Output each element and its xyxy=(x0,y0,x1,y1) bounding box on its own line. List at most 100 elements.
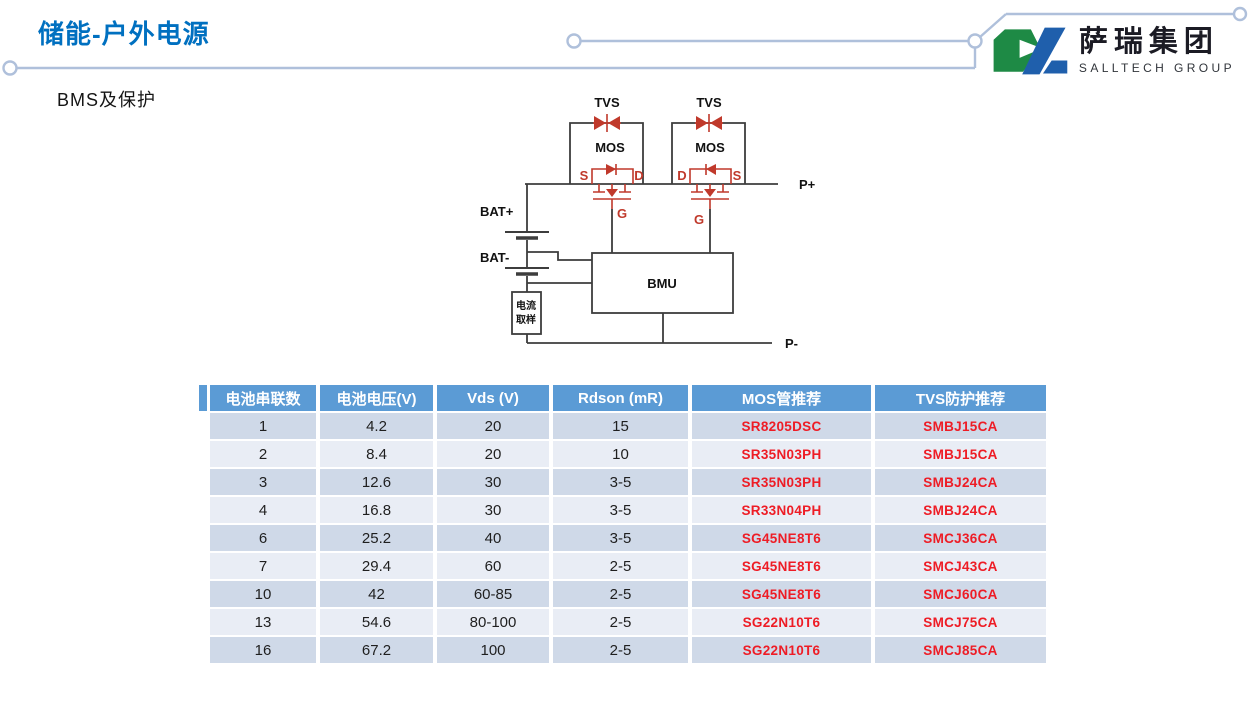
table-cell: 3-5 xyxy=(553,469,688,495)
section-subtitle: BMS及保护 xyxy=(57,90,157,110)
table-cell: 80-100 xyxy=(437,609,549,635)
table-cell-mos-part: SR35N03PH xyxy=(692,441,871,467)
bms-circuit-diagram: TVS TVS MOS MOS S D D S G G BAT+ BAT- P+… xyxy=(480,95,816,351)
table-cell: 29.4 xyxy=(320,553,433,579)
table-cell: 30 xyxy=(437,469,549,495)
table-cell: 16.8 xyxy=(320,497,433,523)
p-minus-label: P- xyxy=(785,336,798,351)
drain-label: D xyxy=(677,168,686,183)
table-cell: 3-5 xyxy=(553,497,688,523)
table-cell-mos-part: SR35N03PH xyxy=(692,469,871,495)
table-cell-mos-part: SR33N04PH xyxy=(692,497,871,523)
table-cell-tvs-part: SMBJ24CA xyxy=(875,497,1046,523)
header-cell-tvs-recommendation: TVS防护推荐 xyxy=(875,385,1046,411)
bmu-label: BMU xyxy=(647,276,677,291)
table-row: 2 8.4 20 10 SR35N03PH SMBJ15CA xyxy=(210,441,1046,467)
table-cell: 6 xyxy=(210,525,316,551)
table-cell: 2-5 xyxy=(553,609,688,635)
table-cell: 1 xyxy=(210,413,316,439)
table-cell-tvs-part: SMCJ60CA xyxy=(875,581,1046,607)
logo-name-en: SALLTECH GROUP xyxy=(1078,60,1235,75)
header-cell-mos-recommendation: MOS管推荐 xyxy=(692,385,871,411)
table-cell-mos-part: SG22N10T6 xyxy=(692,637,871,663)
p-plus-label: P+ xyxy=(799,177,816,192)
table-cell: 42 xyxy=(320,581,433,607)
table-cell: 54.6 xyxy=(320,609,433,635)
current-sense-label-1: 电流 xyxy=(516,299,536,312)
table-row: 6 25.2 40 3-5 SG45NE8T6 SMCJ36CA xyxy=(210,525,1046,551)
table-cell: 3 xyxy=(210,469,316,495)
table-cell: 25.2 xyxy=(320,525,433,551)
mosfet-icon xyxy=(591,164,634,209)
table-cell-mos-part: SG45NE8T6 xyxy=(692,581,871,607)
table-cell: 3-5 xyxy=(553,525,688,551)
table-cell: 2-5 xyxy=(553,637,688,663)
table-header-row: 电池串联数 电池电压(V) Vds (V) Rdson (mR) MOS管推荐 … xyxy=(210,385,1046,411)
mos-label: MOS xyxy=(695,140,725,155)
source-label: S xyxy=(580,168,589,183)
table-cell: 20 xyxy=(437,413,549,439)
tvs-diode-icon xyxy=(593,114,621,132)
mos-label: MOS xyxy=(595,140,625,155)
recommendation-table: 电池串联数 电池电压(V) Vds (V) Rdson (mR) MOS管推荐 … xyxy=(210,385,1046,665)
table-cell-tvs-part: SMBJ15CA xyxy=(875,413,1046,439)
table-cell: 15 xyxy=(553,413,688,439)
table-cell-tvs-part: SMBJ15CA xyxy=(875,441,1046,467)
header-cell-battery-voltage: 电池电压(V) xyxy=(320,385,433,411)
mosfet-icon xyxy=(689,164,732,209)
salltech-logo-icon xyxy=(993,27,1068,75)
table-cell-tvs-part: SMCJ43CA xyxy=(875,553,1046,579)
table-cell: 30 xyxy=(437,497,549,523)
tvs-diode-icon xyxy=(695,114,723,132)
table-cell: 40 xyxy=(437,525,549,551)
table-cell: 12.6 xyxy=(320,469,433,495)
table-row: 10 42 60-85 2-5 SG45NE8T6 SMCJ60CA xyxy=(210,581,1046,607)
table-cell-mos-part: SR8205DSC xyxy=(692,413,871,439)
table-cell: 7 xyxy=(210,553,316,579)
table-cell-tvs-part: SMCJ85CA xyxy=(875,637,1046,663)
table-cell-tvs-part: SMBJ24CA xyxy=(875,469,1046,495)
decor-connector-lines xyxy=(2,6,1248,76)
current-sense-label-2: 取样 xyxy=(516,313,536,326)
table-cell: 2-5 xyxy=(553,581,688,607)
table-row: 1 4.2 20 15 SR8205DSC SMBJ15CA xyxy=(210,413,1046,439)
table-cell: 60 xyxy=(437,553,549,579)
table-cell: 2 xyxy=(210,441,316,467)
table-cell: 4 xyxy=(210,497,316,523)
table-row: 13 54.6 80-100 2-5 SG22N10T6 SMCJ75CA xyxy=(210,609,1046,635)
table-cell: 2-5 xyxy=(553,553,688,579)
tvs-label: TVS xyxy=(696,95,722,110)
table-cell: 10 xyxy=(553,441,688,467)
table-cell: 4.2 xyxy=(320,413,433,439)
table-cell: 10 xyxy=(210,581,316,607)
table-cell: 8.4 xyxy=(320,441,433,467)
table-row: 4 16.8 30 3-5 SR33N04PH SMBJ24CA xyxy=(210,497,1046,523)
header-cell-series-count: 电池串联数 xyxy=(210,385,316,411)
source-label: S xyxy=(733,168,742,183)
table-cell-tvs-part: SMCJ36CA xyxy=(875,525,1046,551)
table-row: 16 67.2 100 2-5 SG22N10T6 SMCJ85CA xyxy=(210,637,1046,663)
tvs-label: TVS xyxy=(594,95,620,110)
table-cell: 100 xyxy=(437,637,549,663)
table-row: 7 29.4 60 2-5 SG45NE8T6 SMCJ43CA xyxy=(210,553,1046,579)
table-cell: 60-85 xyxy=(437,581,549,607)
bmu-box xyxy=(591,252,734,314)
table-cell: 67.2 xyxy=(320,637,433,663)
header-cell-rdson: Rdson (mR) xyxy=(553,385,688,411)
current-sense-box xyxy=(511,291,542,335)
table-header-edge xyxy=(199,385,207,411)
table-row: 3 12.6 30 3-5 SR35N03PH SMBJ24CA xyxy=(210,469,1046,495)
table-cell: 16 xyxy=(210,637,316,663)
gate-label: G xyxy=(617,206,627,221)
table-cell: 20 xyxy=(437,441,549,467)
bat-plus-label: BAT+ xyxy=(480,204,514,219)
table-cell-mos-part: SG45NE8T6 xyxy=(692,525,871,551)
table-cell-mos-part: SG22N10T6 xyxy=(692,609,871,635)
logo-name-cn: 萨瑞集团 xyxy=(1078,26,1219,59)
gate-label: G xyxy=(694,212,704,227)
drain-label: D xyxy=(634,168,643,183)
table-cell-mos-part: SG45NE8T6 xyxy=(692,553,871,579)
header-cell-vds: Vds (V) xyxy=(437,385,549,411)
company-logo: 萨瑞集团 SALLTECH GROUP xyxy=(991,24,1235,78)
